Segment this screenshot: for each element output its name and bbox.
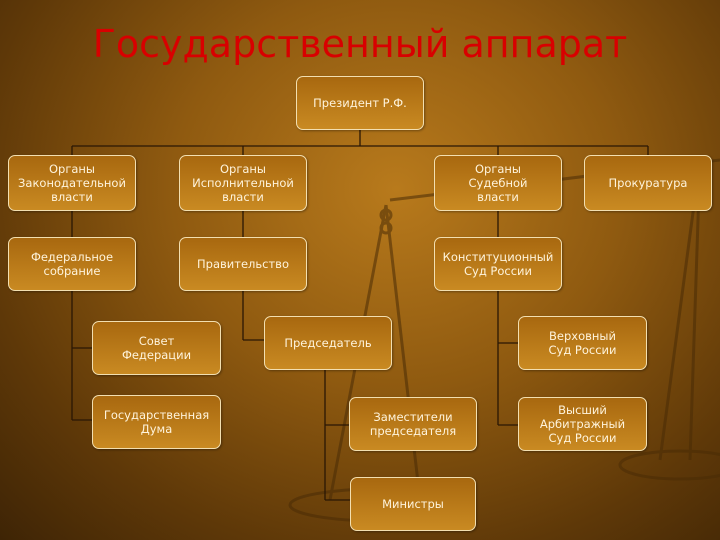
president-box: Президент Р.Ф. <box>296 76 424 130</box>
judicial-branch-box: Органы Судебной власти <box>434 155 562 211</box>
ministers-box: Министры <box>350 477 476 531</box>
supreme-court-box: Верховный Суд России <box>518 316 647 370</box>
government-box: Правительство <box>179 237 307 291</box>
prosecution-box: Прокуратура <box>584 155 712 211</box>
page-title: Государственный аппарат <box>92 22 628 66</box>
state-duma-box: Государственная Дума <box>92 395 221 449</box>
federal-assembly-box: Федеральное собрание <box>8 237 136 291</box>
executive-branch-box: Органы Исполнительной власти <box>179 155 307 211</box>
constitutional-court-box: Конституционный Суд России <box>434 237 562 291</box>
legislative-branch-box: Органы Законодательной власти <box>8 155 136 211</box>
arbitration-court-box: Высший Арбитражный Суд России <box>518 397 647 451</box>
deputies-box: Заместители председателя <box>349 397 477 451</box>
chairman-box: Председатель <box>264 316 392 370</box>
federation-council-box: Совет Федерации <box>92 321 221 375</box>
